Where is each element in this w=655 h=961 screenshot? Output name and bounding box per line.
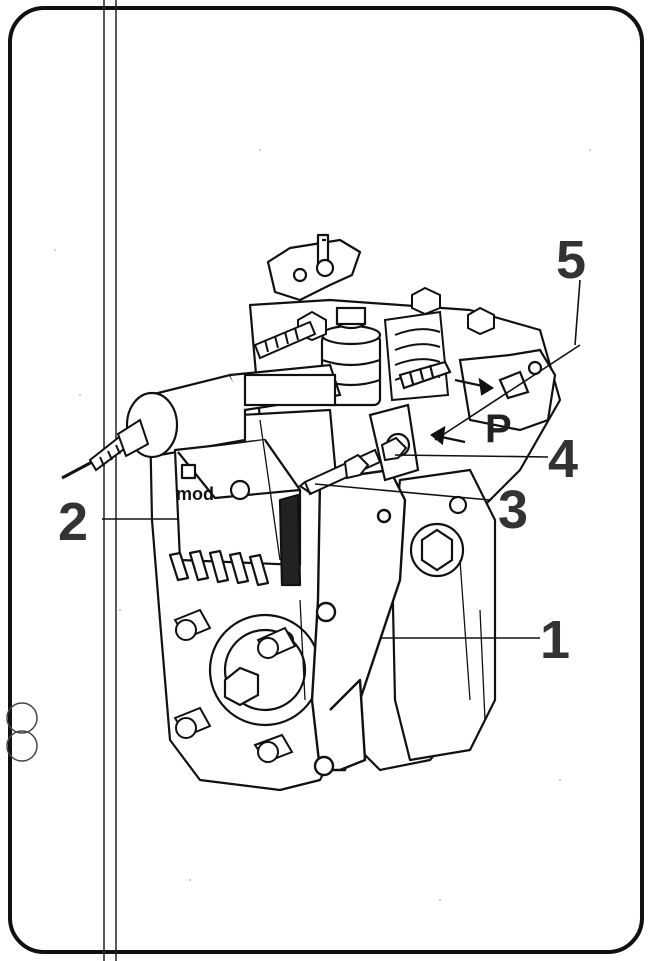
hex-nuts-top	[297, 286, 495, 342]
callout-2: 2	[58, 492, 88, 552]
callout-5: 5	[556, 230, 586, 290]
threaded-bolt-top	[253, 320, 317, 360]
leader-line-5-tip	[574, 279, 581, 346]
leader-line-3	[314, 483, 491, 501]
module-brand-text: mod	[176, 484, 214, 504]
adjusting-screw	[298, 436, 408, 496]
punch-hole-lower	[6, 730, 38, 762]
scan-speckles	[54, 149, 591, 901]
callout-3: 3	[498, 480, 528, 540]
leader-line-5	[434, 344, 581, 441]
front-bolts	[173, 608, 297, 764]
callout-1: 1	[540, 610, 570, 670]
callout-4: 4	[548, 429, 578, 489]
control-module	[168, 438, 302, 587]
shading-strokes	[259, 419, 486, 721]
leader-lines	[102, 279, 581, 639]
p-arrows	[430, 377, 495, 446]
lever-arm	[310, 468, 407, 777]
punch-hole-upper	[6, 702, 38, 734]
cable-left	[61, 418, 150, 480]
p-label: P	[485, 407, 512, 451]
spring-assembly	[383, 310, 450, 402]
leader-line-4	[394, 454, 549, 458]
top-lever-plate	[266, 233, 362, 302]
upper-right-linkage	[398, 348, 557, 432]
page-frame	[8, 6, 644, 954]
